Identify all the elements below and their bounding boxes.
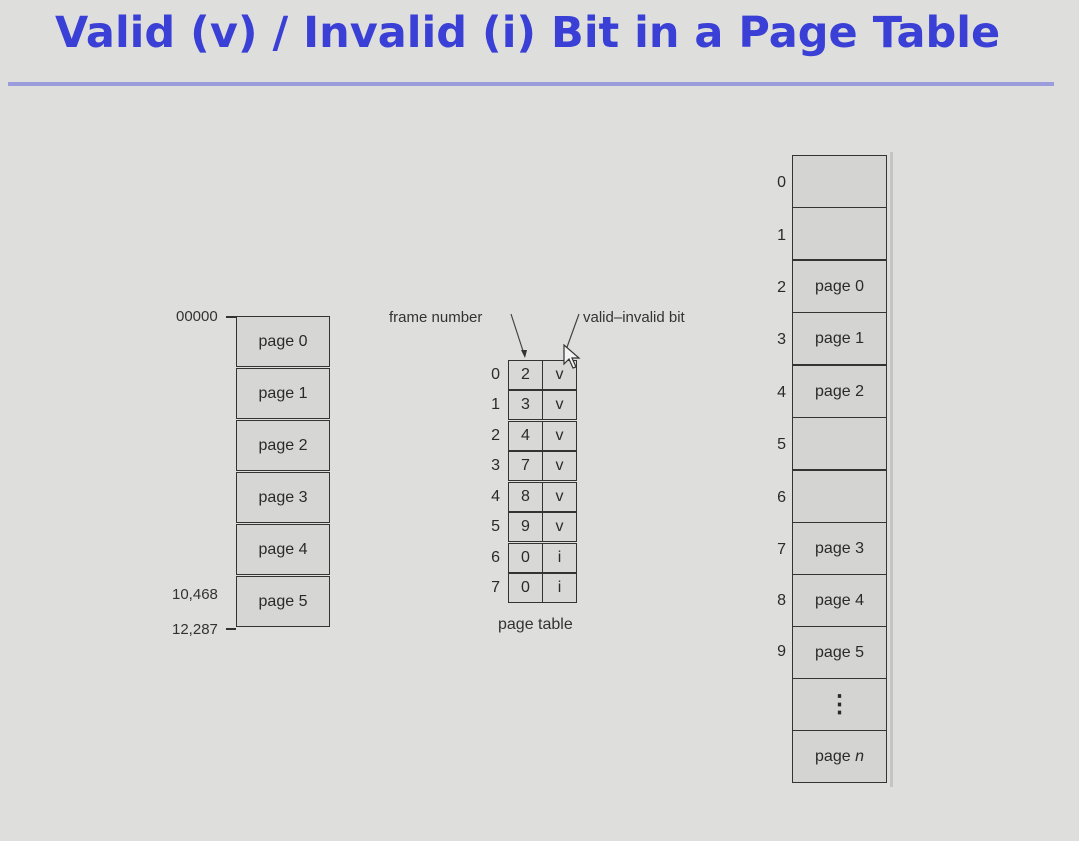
pt-index-1: 1 [491, 396, 500, 413]
frame-1 [792, 207, 887, 260]
valid-invalid-label: valid–invalid bit [583, 309, 685, 326]
tick-start [226, 316, 236, 318]
frame-index-6: 6 [777, 489, 786, 506]
memory-shadow [890, 152, 893, 787]
logical-page-4: page 4 [236, 524, 330, 575]
pt-index-2: 2 [491, 427, 500, 444]
pt-frame-1: 3 [508, 390, 543, 420]
frame-n-prefix: page [815, 747, 856, 765]
frame-6 [792, 470, 887, 523]
frame-index-2: 2 [777, 279, 786, 296]
logical-page-0: page 0 [236, 316, 330, 367]
pt-bit-1: v [542, 390, 577, 420]
pt-index-5: 5 [491, 518, 500, 535]
frame-8: page 4 [792, 574, 887, 627]
logical-page-5: page 5 [236, 576, 330, 627]
pt-index-6: 6 [491, 549, 500, 566]
pt-frame-4: 8 [508, 482, 543, 512]
address-end: 12,287 [172, 621, 218, 638]
frame-3: page 1 [792, 312, 887, 365]
address-page5-start: 10,468 [172, 586, 218, 603]
pt-bit-7: i [542, 573, 577, 603]
pt-frame-2: 4 [508, 421, 543, 451]
frame-2: page 0 [792, 260, 887, 313]
pt-index-0: 0 [491, 366, 500, 383]
pt-bit-6: i [542, 543, 577, 573]
page-table-label: page table [498, 616, 573, 633]
frame-index-9: 9 [777, 643, 786, 660]
frame-ellipsis: ⋮ [792, 678, 887, 731]
slide-title: Valid (v) / Invalid (i) Bit in a Page Ta… [55, 8, 1001, 58]
label-pointers [510, 313, 580, 358]
mouse-pointer-icon [563, 344, 581, 369]
logical-page-1: page 1 [236, 368, 330, 419]
pt-frame-6: 0 [508, 543, 543, 573]
pt-index-4: 4 [491, 488, 500, 505]
frame-index-4: 4 [777, 384, 786, 401]
pt-bit-5: v [542, 512, 577, 542]
title-underline [8, 82, 1054, 86]
pt-bit-4: v [542, 482, 577, 512]
frame-index-3: 3 [777, 331, 786, 348]
pt-bit-2: v [542, 421, 577, 451]
frame-index-1: 1 [777, 227, 786, 244]
frame-0 [792, 155, 887, 208]
frame-n-var: n [855, 747, 864, 765]
pt-index-3: 3 [491, 457, 500, 474]
frame-number-label: frame number [389, 309, 483, 326]
pt-bit-3: v [542, 451, 577, 481]
frame-9: page 5 [792, 626, 887, 679]
frame-index-0: 0 [777, 174, 786, 191]
frame-index-7: 7 [777, 541, 786, 558]
frame-n: page n [792, 730, 887, 783]
frame-5 [792, 417, 887, 470]
frame-7: page 3 [792, 522, 887, 575]
pt-frame-0: 2 [508, 360, 543, 390]
frame-4: page 2 [792, 365, 887, 418]
pt-frame-7: 0 [508, 573, 543, 603]
frame-index-8: 8 [777, 592, 786, 609]
frame-index-5: 5 [777, 436, 786, 453]
address-start: 00000 [176, 308, 218, 325]
pt-frame-5: 9 [508, 512, 543, 542]
pt-frame-3: 7 [508, 451, 543, 481]
pt-index-7: 7 [491, 579, 500, 596]
logical-page-3: page 3 [236, 472, 330, 523]
tick-end [226, 628, 236, 630]
logical-page-2: page 2 [236, 420, 330, 471]
